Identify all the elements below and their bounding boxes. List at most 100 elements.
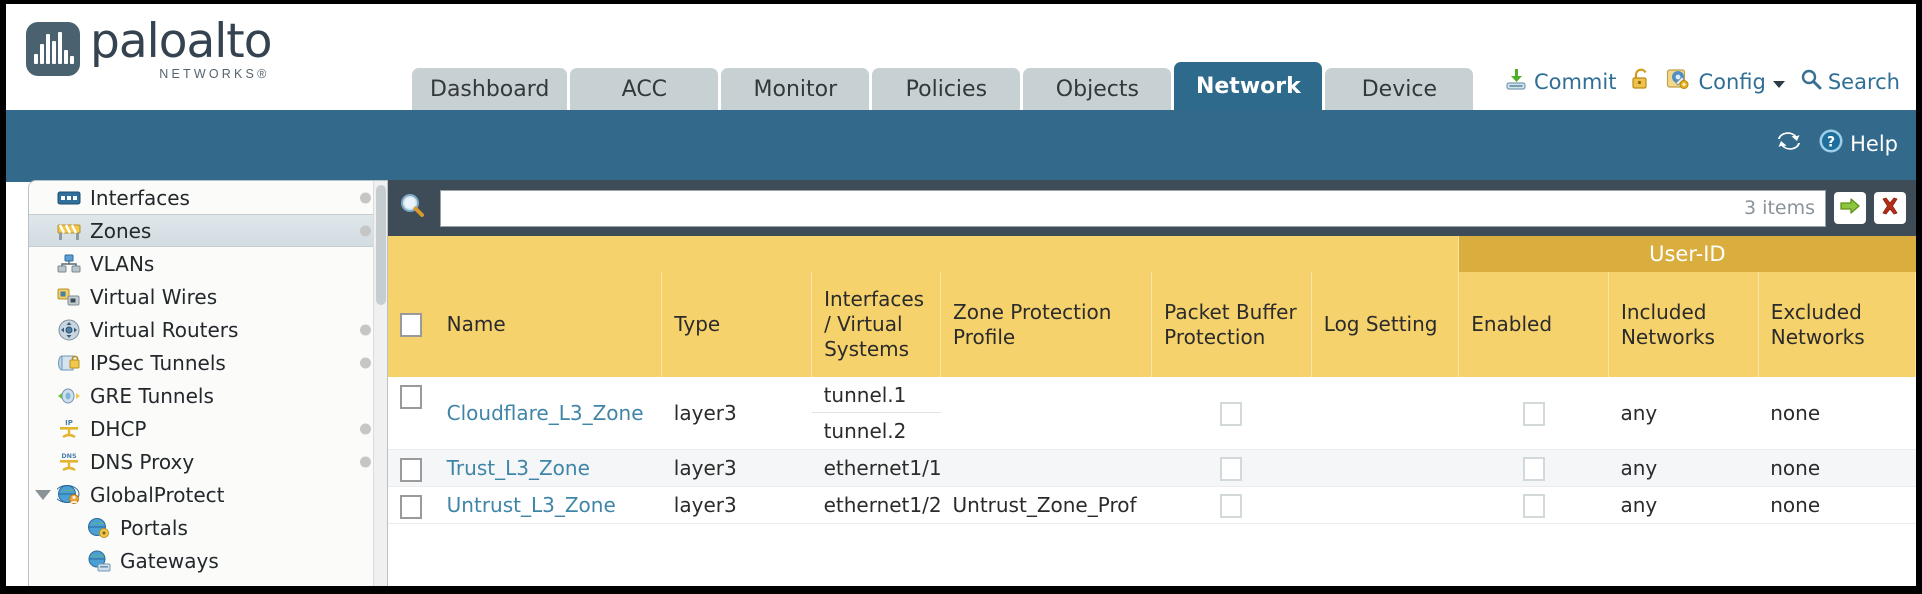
sidebar-scrollbar[interactable] <box>373 181 387 586</box>
col-header-zone-protection-profile[interactable]: Zone Protection Profile <box>940 272 1153 377</box>
userid-enabled-checkbox[interactable] <box>1522 456 1545 481</box>
commit-button[interactable]: Commit <box>1504 67 1617 96</box>
packet-buffer-protection-checkbox[interactable] <box>1220 401 1243 426</box>
sidebar-item-label: Interfaces <box>90 185 190 210</box>
virtual-wires-icon <box>57 287 81 307</box>
help-button[interactable]: ? Help <box>1818 128 1898 159</box>
sidebar-item-status-dot <box>360 324 371 335</box>
zone-name-link[interactable]: Cloudflare_L3_Zone <box>446 401 644 425</box>
sidebar-item-virtual-routers[interactable]: Virtual Routers <box>29 313 387 346</box>
brand-logo[interactable]: paloalto NETWORKS® <box>26 18 272 81</box>
table-header-row: Name Type Interfaces / Virtual Systems Z… <box>388 272 1916 377</box>
col-header-log-setting[interactable]: Log Setting <box>1311 272 1460 377</box>
cell-type: layer3 <box>661 377 812 450</box>
clear-filter-button[interactable] <box>1874 192 1906 224</box>
sidebar-item-ipsec-tunnels[interactable]: IPSec Tunnels <box>29 346 387 379</box>
lock-button[interactable] <box>1630 67 1652 96</box>
select-all-checkbox[interactable] <box>400 313 423 338</box>
cell-packet-buffer-protection <box>1151 377 1312 450</box>
sidebar-item-virtual-wires[interactable]: Virtual Wires <box>29 280 387 313</box>
col-header-packet-buffer-protection[interactable]: Packet Buffer Protection <box>1151 272 1312 377</box>
top-bar: paloalto NETWORKS® Dashboard ACC Monitor… <box>6 4 1916 110</box>
paloalto-logo-icon <box>26 22 80 77</box>
sidebar-item-portals[interactable]: Portals <box>29 511 387 544</box>
search-field-wrapper[interactable]: 3 items <box>440 189 1826 227</box>
tab-network[interactable]: Network <box>1174 62 1323 110</box>
col-header-interfaces[interactable]: Interfaces / Virtual Systems <box>811 272 941 377</box>
sidebar-item-label: Zones <box>90 218 152 243</box>
tab-dashboard[interactable]: Dashboard <box>412 68 568 110</box>
col-header-type[interactable]: Type <box>661 272 813 377</box>
sidebar-item-label: IPSec Tunnels <box>90 350 226 375</box>
cell-type: layer3 <box>661 486 812 524</box>
main-nav-tabs: Dashboard ACC Monitor Policies Objects N… <box>412 62 1474 110</box>
expand-caret-icon[interactable] <box>35 489 51 500</box>
svg-text:?: ? <box>1827 135 1835 151</box>
commit-label: Commit <box>1533 69 1617 94</box>
col-header-included-networks[interactable]: Included Networks <box>1608 272 1759 377</box>
tab-monitor[interactable]: Monitor <box>721 68 870 110</box>
sidebar-item-gateways[interactable]: Gateways <box>29 544 387 577</box>
cell-log-setting <box>1311 486 1459 524</box>
vlans-icon <box>57 254 81 274</box>
tab-objects[interactable]: Objects <box>1023 68 1172 110</box>
brand-subtext: NETWORKS® <box>159 67 270 81</box>
row-select-checkbox[interactable] <box>400 494 423 519</box>
sidebar-item-label: Gateways <box>120 548 219 573</box>
row-select-cell[interactable] <box>388 449 435 487</box>
search-button[interactable]: Search <box>1800 68 1900 95</box>
row-select-cell[interactable] <box>388 486 435 524</box>
userid-enabled-checkbox[interactable] <box>1522 493 1545 518</box>
config-menu[interactable]: Config <box>1666 67 1785 96</box>
tab-acc[interactable]: ACC <box>570 68 719 110</box>
dns-proxy-icon: DNS <box>57 452 81 472</box>
row-select-checkbox[interactable] <box>400 457 423 482</box>
cell-included-networks: any <box>1608 486 1759 524</box>
interface-item: ethernet1/2 <box>823 493 942 517</box>
zone-name-link[interactable]: Trust_L3_Zone <box>446 456 590 480</box>
sidebar-item-globalprotect[interactable]: GlobalProtect <box>29 478 387 511</box>
refresh-icon <box>1776 129 1802 158</box>
sidebar-item-zones[interactable]: Zones <box>29 214 387 247</box>
search-icon <box>1800 68 1822 95</box>
sidebar-item-status-dot <box>360 357 371 368</box>
refresh-button[interactable] <box>1776 129 1802 158</box>
sidebar-item-gre-tunnels[interactable]: GRE Tunnels <box>29 379 387 412</box>
sidebar-item-label: GlobalProtect <box>90 482 225 507</box>
col-header-enabled[interactable]: Enabled <box>1458 272 1609 377</box>
interface-item: ethernet1/1 <box>823 456 942 480</box>
row-select-checkbox[interactable] <box>400 384 423 409</box>
row-select-cell[interactable] <box>388 377 435 450</box>
tab-device[interactable]: Device <box>1325 68 1474 110</box>
sidebar-item-label: DHCP <box>90 416 147 441</box>
search-magnifier-icon[interactable] <box>394 191 432 226</box>
sidebar-item-vlans[interactable]: VLANs <box>29 247 387 280</box>
apply-filter-button[interactable] <box>1834 192 1866 224</box>
cell-excluded-networks: none <box>1758 486 1916 524</box>
cell-interfaces: ethernet1/2 <box>811 486 942 524</box>
userid-enabled-checkbox[interactable] <box>1522 401 1545 426</box>
sidebar-item-interfaces[interactable]: Interfaces <box>29 181 387 214</box>
packet-buffer-protection-checkbox[interactable] <box>1220 493 1243 518</box>
cell-packet-buffer-protection <box>1151 449 1312 487</box>
col-header-name[interactable]: Name <box>434 272 663 377</box>
search-input[interactable] <box>441 191 1745 225</box>
cell-name: Trust_L3_Zone <box>434 449 662 487</box>
select-all-header[interactable] <box>388 272 435 377</box>
cell-excluded-networks: none <box>1758 377 1916 450</box>
tab-policies[interactable]: Policies <box>872 68 1021 110</box>
sidebar-item-label: VLANs <box>90 251 155 276</box>
col-header-excluded-networks[interactable]: Excluded Networks <box>1758 272 1916 377</box>
zone-name-link[interactable]: Untrust_L3_Zone <box>446 493 616 517</box>
sidebar-scrollbar-thumb[interactable] <box>376 185 386 305</box>
cell-zone-protection-profile <box>940 377 1152 450</box>
ipsec-tunnels-icon <box>57 353 81 373</box>
brand-wordmark: paloalto <box>90 14 272 69</box>
portals-icon <box>87 517 111 538</box>
packet-buffer-protection-checkbox[interactable] <box>1220 456 1243 481</box>
